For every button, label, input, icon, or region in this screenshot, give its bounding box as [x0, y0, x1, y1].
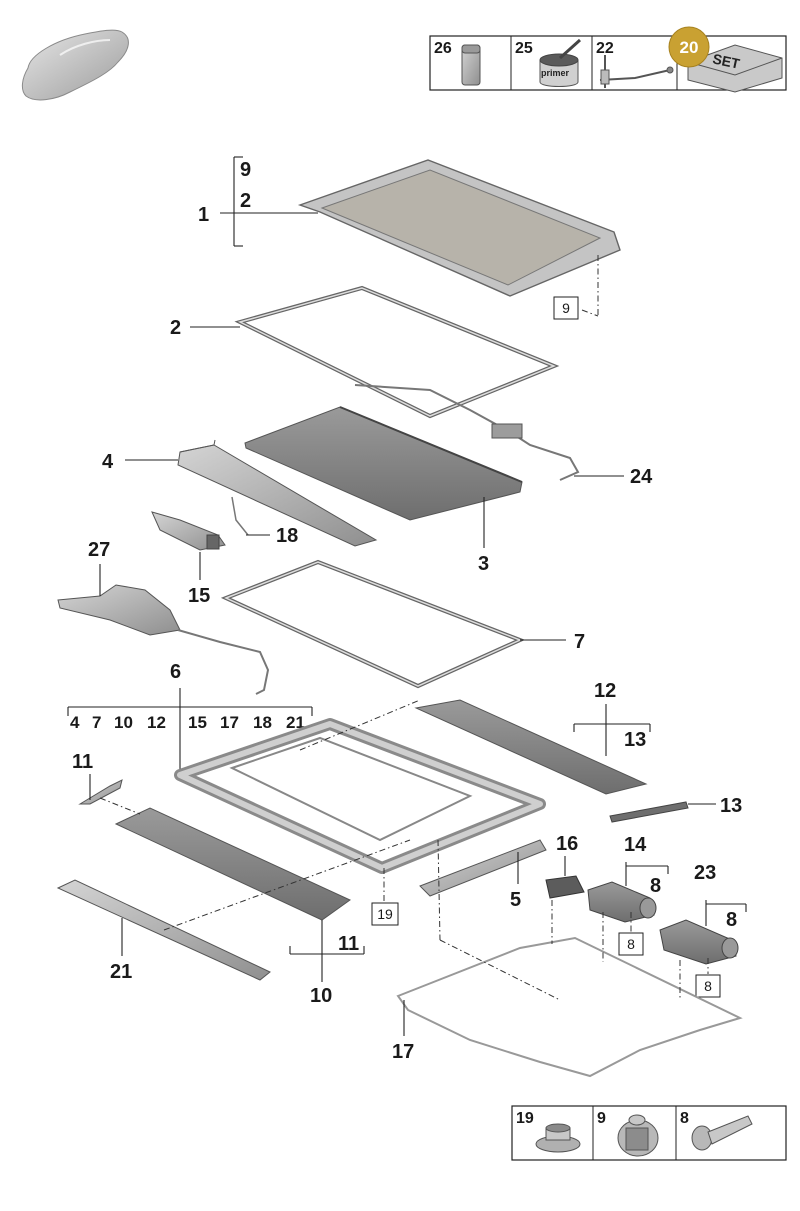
- boxed-ref-8-a: [618, 932, 644, 956]
- callout-7[interactable]: 7: [574, 631, 585, 653]
- nut-icon: [535, 1123, 581, 1153]
- cable-tool-icon: [599, 55, 674, 88]
- part-4-cross-rail[interactable]: [177, 439, 378, 547]
- callout-23[interactable]: 23: [694, 862, 716, 884]
- legend-number-8: 8: [680, 1110, 689, 1127]
- part-24-cable[interactable]: [354, 384, 580, 481]
- callout-12-bracket: [573, 704, 651, 756]
- callout-21[interactable]: 21: [110, 961, 132, 983]
- callout-2[interactable]: 2: [170, 317, 181, 339]
- group-item: 21: [286, 713, 305, 732]
- primer-can-icon: primer: [539, 38, 582, 87]
- part-6-roof-frame[interactable]: [174, 718, 546, 874]
- callout-4[interactable]: 4: [102, 451, 114, 473]
- part-7-frame-seal[interactable]: [220, 559, 526, 689]
- screw-icon: [691, 1115, 753, 1151]
- boxed-ref-19: [371, 902, 399, 926]
- callout-3[interactable]: 3: [478, 553, 489, 575]
- legend-item-19[interactable]: 19: [516, 1110, 581, 1153]
- boxed-ref-19-label: 19: [377, 906, 393, 922]
- part-18-cable-small[interactable]: [231, 496, 249, 536]
- part-1-glass-roof[interactable]: [297, 159, 621, 297]
- callout-6-group-list: 4 7 10 12 15 17 18 21: [70, 713, 305, 732]
- callout-17[interactable]: 17: [392, 1041, 414, 1063]
- part-10-front-panel[interactable]: [114, 807, 351, 921]
- set-badge: [668, 26, 710, 68]
- car-silhouette-icon: [21, 29, 129, 101]
- legend-number-25: 25: [515, 40, 533, 57]
- callout-5[interactable]: 5: [510, 889, 521, 911]
- callout-27[interactable]: 27: [88, 539, 110, 561]
- legend-item-26[interactable]: 26: [434, 40, 481, 86]
- legend-item-20[interactable]: SET 20: [668, 26, 783, 93]
- callout-10-bracket: [289, 946, 365, 955]
- legend-item-8[interactable]: 8: [680, 1110, 753, 1151]
- callout-1-bracket: [220, 156, 318, 247]
- part-5-side-rail[interactable]: [419, 839, 547, 897]
- legend-number-26: 26: [434, 40, 452, 57]
- group-item: 4: [70, 713, 80, 732]
- legend-top: 26 25 primer 22: [429, 26, 787, 93]
- part-15-drain-valve[interactable]: [151, 511, 226, 551]
- group-item: 12: [147, 713, 166, 732]
- part-3-sunshade[interactable]: [244, 406, 523, 521]
- group-item: 10: [114, 713, 133, 732]
- set-box-icon: SET: [687, 44, 783, 93]
- group-item: 18: [253, 713, 272, 732]
- legend-bottom: 19 9 8: [511, 1105, 787, 1161]
- part-23-motor[interactable]: [659, 919, 739, 965]
- part-17-wiring-harness[interactable]: [396, 936, 743, 1078]
- callout-23-bracket: [705, 900, 747, 926]
- part-27-mechanism[interactable]: [57, 584, 270, 695]
- callout-18[interactable]: 18: [276, 525, 298, 547]
- part-14-motor[interactable]: [587, 881, 657, 923]
- assembly-lines: [99, 699, 681, 1001]
- callout-15[interactable]: 15: [188, 585, 210, 607]
- part-16-control-unit[interactable]: [545, 875, 585, 899]
- tube-icon: [461, 44, 481, 86]
- callout-16[interactable]: 16: [556, 833, 578, 855]
- callout-1[interactable]: 1: [198, 204, 209, 226]
- callout-11[interactable]: 11: [72, 751, 93, 773]
- callout-14[interactable]: 14: [624, 834, 647, 856]
- boxed-ref-9: [553, 296, 579, 320]
- group-item: 17: [220, 713, 239, 732]
- primer-label: primer: [541, 68, 570, 78]
- callout-1-sub-9: 9: [240, 159, 251, 181]
- part-11-bracket[interactable]: [78, 779, 123, 805]
- legend-number-22: 22: [596, 40, 614, 57]
- callout-10[interactable]: 10: [310, 985, 332, 1007]
- callout-14-bracket: [625, 862, 669, 886]
- callout-14-sub-8: 8: [650, 875, 661, 897]
- boxed-ref-9-label: 9: [562, 300, 570, 316]
- boxed-ref-8-a-label: 8: [627, 936, 635, 952]
- part-12-rear-panel[interactable]: [414, 699, 648, 795]
- bolt-head-icon: [617, 1114, 659, 1157]
- legend-item-25[interactable]: 25 primer: [515, 38, 582, 87]
- callout-6[interactable]: 6: [170, 661, 181, 683]
- part-13-strip[interactable]: [609, 801, 689, 823]
- group-item: 15: [188, 713, 207, 732]
- boxed-ref-8-b: [695, 974, 721, 998]
- callout-23-sub-8: 8: [726, 909, 737, 931]
- legend-number-20: 20: [680, 38, 699, 57]
- set-label: SET: [711, 50, 741, 71]
- legend-number-9: 9: [597, 1110, 606, 1127]
- callout-24[interactable]: 24: [630, 466, 653, 488]
- callout-13[interactable]: 13: [720, 795, 742, 817]
- callout-12-sub-13: 13: [624, 729, 646, 751]
- legend-item-9[interactable]: 9: [597, 1110, 659, 1157]
- group-item: 7: [92, 713, 101, 732]
- callout-1-sub-2: 2: [240, 190, 251, 212]
- part-2-seal[interactable]: [234, 285, 560, 419]
- legend-number-19: 19: [516, 1110, 534, 1127]
- boxed-ref-8-b-label: 8: [704, 978, 712, 994]
- legend-item-22[interactable]: 22: [596, 40, 674, 88]
- callout-12[interactable]: 12: [594, 680, 616, 702]
- callout-6-group-bracket: [67, 688, 313, 770]
- callout-10-sub-11: 11: [338, 933, 359, 955]
